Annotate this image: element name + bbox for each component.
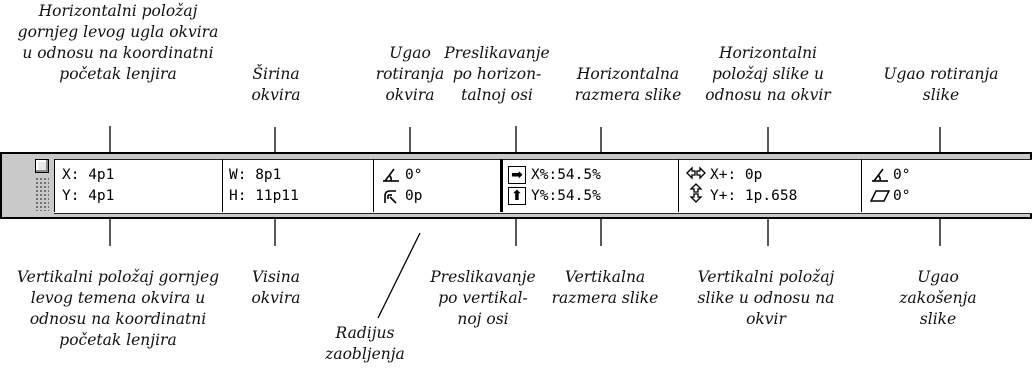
horizontal-offset-arrows-icon[interactable] — [686, 164, 706, 182]
height-field[interactable]: H: 11p11 — [229, 188, 299, 204]
label-corner-radius: Radijus zaobljenja — [325, 324, 405, 363]
label-flip-horizontal: Preslikavanje po horizon- talnoj osi — [444, 44, 550, 104]
skew-icon — [870, 187, 890, 205]
corner-radius-icon — [381, 187, 401, 205]
picture-angle-field[interactable]: 0° — [893, 167, 911, 183]
scale-x-field[interactable]: X%:54.5% — [531, 167, 601, 183]
corner-radius-field[interactable]: 0p — [405, 188, 423, 204]
label-frame-rotation: Ugao rotiranja okvira — [375, 44, 445, 104]
label-horizontal-scale: Horizontalna razmera slike — [574, 65, 682, 104]
label-skew: Ugao zakošenja slike — [899, 268, 977, 328]
flip-horizontal-icon[interactable]: ➡ — [508, 166, 526, 184]
rotation-angle-icon — [381, 166, 401, 184]
flip-vertical-icon[interactable]: ⬆ — [508, 187, 526, 205]
leader-line-radius — [377, 232, 421, 319]
label-vertical-position: Vertikalni položaj gornjeg levog temena … — [16, 268, 220, 349]
vertical-offset-arrows-icon[interactable] — [686, 183, 706, 203]
palette-content-area — [54, 159, 1032, 214]
label-horizontal-offset: Horizontalni položaj slike u odnosu na o… — [705, 44, 831, 104]
scale-y-field[interactable]: Y%:54.5% — [531, 188, 601, 204]
x-position-field[interactable]: X: 4p1 — [62, 167, 115, 183]
separator — [373, 159, 374, 212]
separator — [861, 159, 862, 212]
width-field[interactable]: W: 8p1 — [229, 167, 282, 183]
separator — [222, 159, 223, 212]
skew-angle-field[interactable]: 0° — [893, 188, 911, 204]
y-position-field[interactable]: Y: 4p1 — [62, 188, 115, 204]
label-vertical-scale: Vertikalna razmera slike — [551, 268, 659, 307]
label-horizontal-position: Horizontalni položaj gornjeg levog ugla … — [17, 2, 219, 83]
label-vertical-offset: Vertikalni položaj slike u odnosu na okv… — [697, 268, 835, 328]
close-box-icon[interactable] — [35, 159, 49, 173]
offset-x-field[interactable]: X+: 0p — [710, 167, 763, 183]
label-height: Visina okvira — [251, 268, 301, 307]
label-width: Širina okvira — [251, 65, 301, 104]
label-picture-rotation: Ugao rotiranja slike — [883, 65, 999, 104]
frame-angle-field[interactable]: 0° — [405, 167, 423, 183]
drag-grip[interactable] — [35, 177, 49, 211]
separator — [678, 159, 679, 212]
separator — [54, 159, 55, 212]
separator — [500, 159, 503, 212]
picture-rotation-icon — [870, 166, 890, 184]
offset-y-field[interactable]: Y+: 1p.658 — [710, 188, 798, 204]
label-flip-vertical: Preslikavanje po vertikal- noj osi — [430, 268, 536, 328]
